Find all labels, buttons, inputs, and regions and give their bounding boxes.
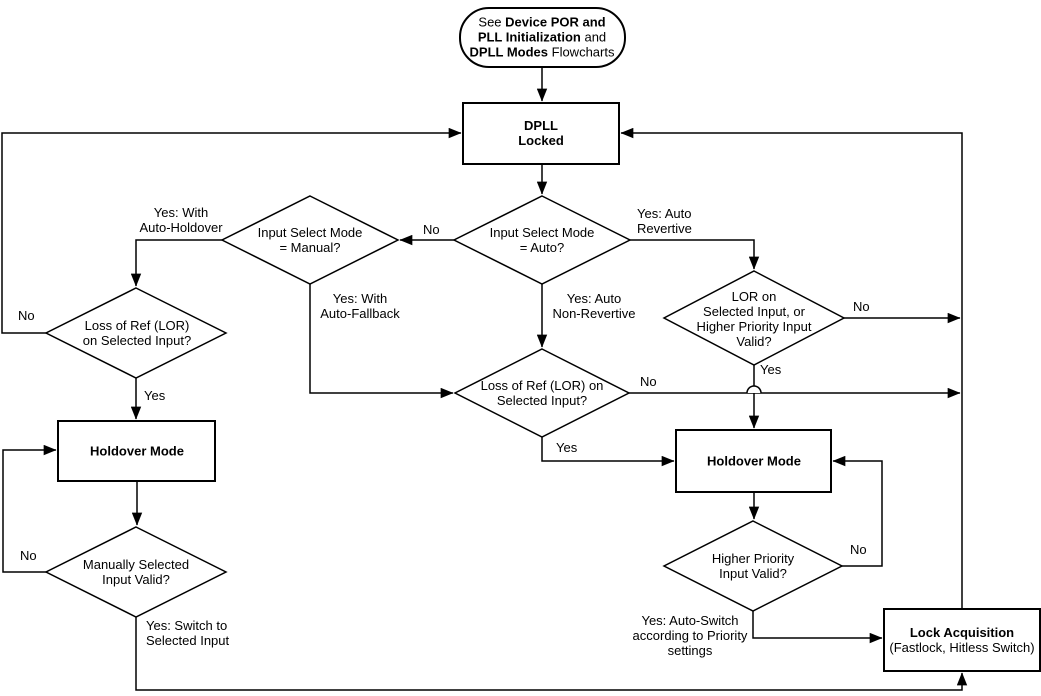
label-yes-lor-left: Yes (144, 388, 166, 403)
lock-acquisition-subtitle: (Fastlock, Hitless Switch) (889, 640, 1035, 655)
edge-lock-acquisition-to-dpll (620, 127, 963, 609)
label-no-lor-or-higher: No (853, 299, 870, 314)
holdover-right-label: Holdover Mode (707, 453, 801, 469)
lock-acquisition-box (883, 608, 1041, 672)
label-no-manually-selected: No (20, 548, 37, 563)
edge-lor-left-no-to-dpll (1, 127, 462, 334)
holdover-left-label: Holdover Mode (90, 443, 184, 459)
edge-manually-no-loop-to-holdover-left (2, 444, 57, 573)
label-no-lor-center: No (640, 374, 657, 389)
edge-auto-yes-revertive-to-lor-or-higher (630, 239, 760, 270)
input-select-auto-label: Input Select Mode= Auto? (489, 225, 595, 255)
label-yes-lor-center: Yes (556, 440, 578, 455)
label-no-lor-left: No (18, 308, 35, 323)
label-no-higher-priority: No (850, 542, 867, 557)
edge-higher-yes-to-lock-acquisition (752, 611, 883, 644)
lock-acquisition-title: Lock Acquisition (909, 625, 1015, 640)
lock-acquisition-label: Lock Acquisition (Fastlock, Hitless Swit… (889, 625, 1034, 655)
input-select-manual-label: Input Select Mode= Manual? (257, 225, 363, 255)
dpll-locked-box (462, 102, 620, 165)
edge-lor-center-yes-to-holdover-right (541, 437, 675, 467)
line-crossing-hop (746, 385, 762, 394)
edge-manual-yes-holdover-to-lor-left (130, 239, 222, 287)
lor-left-label: Loss of Ref (LOR)on Selected Input? (82, 318, 192, 348)
edge-manually-yes-to-lock-acquisition (135, 617, 968, 691)
holdover-mode-right-box (675, 429, 832, 493)
edge-manual-yes-fallback-to-lor-center (309, 284, 454, 399)
label-no-to-manual: No (423, 222, 440, 237)
label-yes-lor-or-higher: Yes (760, 362, 782, 377)
edge-higher-no-loop-to-holdover-right (832, 455, 883, 567)
